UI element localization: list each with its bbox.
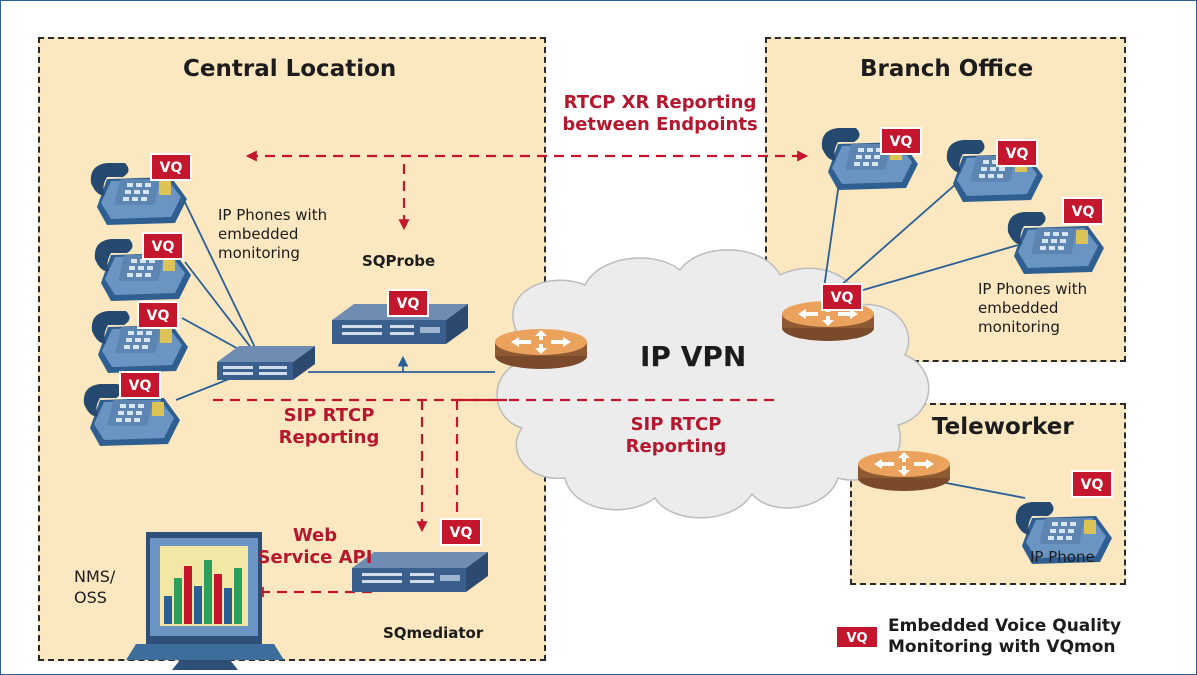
central-location-title: Central Location xyxy=(183,56,397,82)
svg-text:VQ: VQ xyxy=(831,290,854,306)
svg-text:VQ: VQ xyxy=(1072,204,1095,220)
ip-phone-label: IP Phone xyxy=(1030,548,1095,566)
svg-text:VQ: VQ xyxy=(1006,146,1029,162)
ip-vpn-label: IP VPN xyxy=(640,340,747,373)
sqprobe-label: SQProbe xyxy=(362,252,436,270)
svg-text:VQ: VQ xyxy=(152,239,175,255)
router-teleworker xyxy=(858,451,950,491)
svg-text:VQ: VQ xyxy=(890,134,913,150)
nms-oss-monitor xyxy=(126,532,284,670)
router-central xyxy=(495,329,587,369)
svg-text:VQ: VQ xyxy=(397,296,420,312)
legend-vq-badge: VQ xyxy=(835,625,879,649)
vq-badges: VQ VQ VQ VQ VQ VQ VQ VQ VQ VQ VQ xyxy=(119,127,1113,546)
sqmediator-label: SQmediator xyxy=(383,624,484,642)
svg-text:VQ: VQ xyxy=(160,160,183,176)
branch-office-title: Branch Office xyxy=(860,56,1034,82)
svg-text:VQ: VQ xyxy=(846,631,867,646)
svg-text:VQ: VQ xyxy=(147,308,170,324)
lan-switch xyxy=(217,346,315,380)
nms-oss-label: NMS/OSS xyxy=(74,567,116,607)
teleworker-title: Teleworker xyxy=(932,414,1074,440)
svg-text:VQ: VQ xyxy=(129,378,152,394)
svg-text:VQ: VQ xyxy=(450,525,473,541)
svg-text:VQ: VQ xyxy=(1081,477,1104,493)
